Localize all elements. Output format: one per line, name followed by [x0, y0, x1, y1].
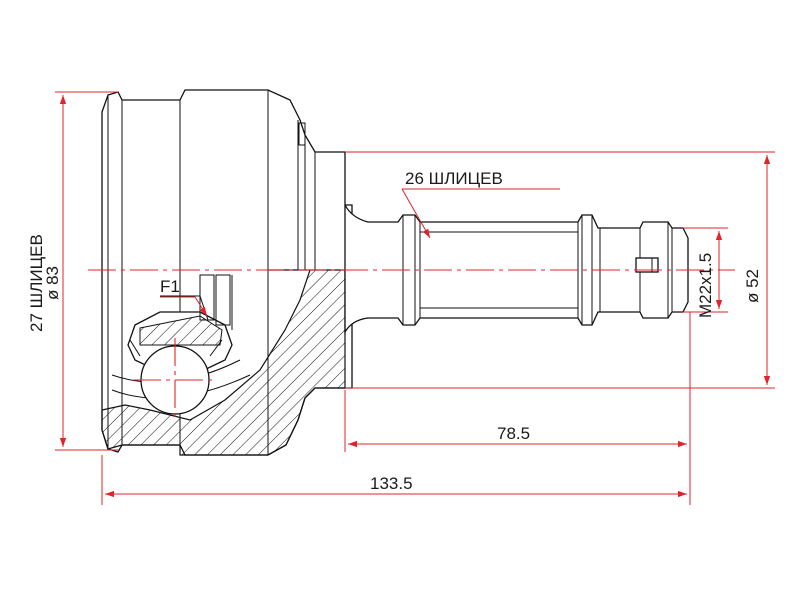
stub-shaft: [344, 204, 689, 335]
leader-inner-splines: [401, 188, 560, 239]
label-flange: F1: [160, 277, 180, 296]
dim-outer-diameter: [55, 91, 118, 451]
label-outer-diameter: ø 83: [43, 266, 62, 300]
label-outer-splines: 27 ШЛИЦЕВ: [27, 234, 46, 332]
label-total-length: 133.5: [370, 474, 413, 493]
dim-shaft-length: [344, 312, 691, 505]
label-shaft-length: 78.5: [497, 424, 530, 443]
label-inner-splines: 26 ШЛИЦЕВ: [405, 169, 503, 188]
dim-total-length: [101, 455, 687, 505]
housing-section: [101, 269, 346, 456]
leader-flange: [160, 296, 208, 317]
dim-shaft-diameter: [345, 151, 775, 389]
label-shaft-diameter: ø 52: [743, 269, 762, 303]
label-thread: M22x1.5: [696, 253, 715, 318]
